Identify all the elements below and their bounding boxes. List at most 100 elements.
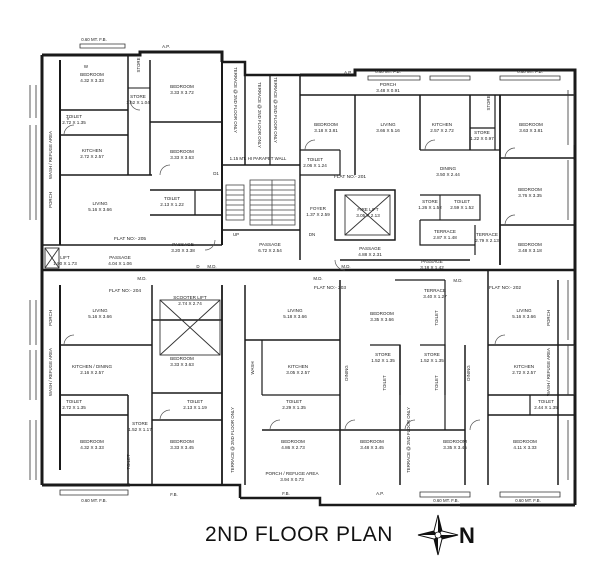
- room-name: STORE: [130, 94, 146, 99]
- room-dims: 3.48 X 3.45: [360, 445, 384, 450]
- room-dims: 3.33 X 3.45: [170, 445, 194, 450]
- room-dims: 1.52 X 1.35: [420, 358, 444, 363]
- room-name: PASSAGE: [421, 259, 443, 264]
- room-dims: 2.13 X 1.19: [183, 405, 207, 410]
- terrace-label: TERRACE @ 2ND FLOOR ONLY: [257, 82, 262, 148]
- balcony-outlines: [29, 43, 575, 498]
- room-name: PASSAGE: [172, 242, 194, 247]
- room-name: BEDROOM: [80, 72, 104, 77]
- room-name: KITCHEN: [432, 122, 452, 127]
- lift-shafts: [44, 194, 391, 356]
- room-name: STORE: [132, 421, 148, 426]
- main-door-label: M.D.: [341, 264, 350, 269]
- room-name: KITCHEN: [82, 148, 102, 153]
- room-name: PASSAGE: [109, 255, 131, 260]
- room-dims: 3.66 X 5.16: [376, 128, 400, 133]
- main-door-label: M.D.: [137, 276, 146, 281]
- vent-label: V: [67, 116, 70, 121]
- room-dims: 2.06 X 1.24: [303, 163, 327, 168]
- room-name: STORE: [422, 199, 438, 204]
- room-dims: 3.05 X 2.13: [356, 213, 380, 218]
- terrace-label: TERRACE @ 2ND FLOOR ONLY: [233, 67, 238, 133]
- fb-dim-label: 0.60 MT. F.B.: [375, 69, 401, 74]
- room-name: PORCH: [380, 82, 397, 87]
- dining-label: DINING: [344, 365, 349, 381]
- flat-label-202: FLAT NO:- 202: [489, 285, 521, 291]
- north-arrow-icon: [417, 514, 459, 556]
- room-name: TERRACE: [424, 288, 446, 293]
- fb-dim-label: 0.60 MT. F.B.: [515, 498, 541, 503]
- room-name: PASSAGE: [259, 242, 281, 247]
- ap-label: A.P.: [162, 44, 170, 49]
- room-name: BEDROOM: [80, 439, 104, 444]
- room-name: BEDROOM: [513, 439, 537, 444]
- room-name: STORE: [424, 352, 440, 357]
- room-name: TOILET: [66, 114, 82, 119]
- room-dims: 3.48 X 0.91: [376, 88, 400, 93]
- wash-label: WASH / REFUGE AREA: [48, 348, 53, 396]
- room-dims: 3.33 X 3.72: [170, 90, 194, 95]
- room-dims: 1.52 X 1.04: [126, 100, 150, 105]
- room-dims: 2.29 X 1.35: [282, 405, 306, 410]
- room-dims: 1.52 X 1.35: [371, 358, 395, 363]
- terrace-label: TERRACE @ 2ND FLOOR ONLY: [273, 77, 278, 143]
- room-dims: 2.87 X 1.48: [433, 235, 457, 240]
- room-name: SCOOTER LIFT: [173, 295, 207, 300]
- window-label: W: [84, 64, 89, 69]
- porch-label: PORCH: [48, 192, 53, 208]
- fb-dim-label: 0.60 MT. F.B.: [433, 498, 459, 503]
- room-dims: 3.20 X 3.38: [171, 248, 195, 253]
- room-dims: 2.72 X 2.57: [512, 370, 536, 375]
- flat-labels: FLAT NO:- 205 FLAT NO:- 201 FLAT NO:- 20…: [109, 174, 521, 294]
- room-name: TOILET: [66, 399, 82, 404]
- room-dims: 3.35 X 3.45: [443, 445, 467, 450]
- flat-label-201: FLAT NO:- 201: [334, 174, 366, 180]
- room-dims: 4.04 X 1.06: [108, 261, 132, 266]
- stair-up-label: UP: [233, 232, 239, 237]
- room-dims: 2.74 X 2.74: [178, 301, 202, 306]
- room-dims: 6.72 X 2.54: [258, 248, 282, 253]
- room-dims: 5.16 X 3.66: [88, 207, 112, 212]
- room-name: BEDROOM: [281, 439, 305, 444]
- room-name: BEDROOM: [314, 122, 338, 127]
- room-dims: 5.16 X 3.66: [512, 314, 536, 319]
- room-name: STORE: [375, 352, 391, 357]
- room-name: TOILET: [538, 399, 554, 404]
- room-name: BEDROOM: [170, 84, 194, 89]
- room-name: TERRACE: [434, 229, 456, 234]
- room-name: PORCH / REFUGE AREA: [265, 471, 319, 476]
- fb-dim-label: 0.60 MT. F.B.: [517, 69, 543, 74]
- room-dims: 4.11 X 3.33: [513, 445, 537, 450]
- room-dims: 3.18 X 1.42: [420, 265, 444, 270]
- staircase: [225, 179, 296, 226]
- room-dims: 2.72 X 2.57: [80, 154, 104, 159]
- dining-label: DINING: [466, 365, 471, 381]
- room-dims: 2.16 X 2.57: [80, 370, 104, 375]
- room-dims: 2.13 X 1.22: [160, 202, 184, 207]
- room-name: BEDROOM: [370, 311, 394, 316]
- room-dims: 3.50 X 2.44: [436, 172, 460, 177]
- store-label: STORE: [136, 57, 141, 72]
- room-dims: 2.72 X 1.35: [62, 405, 86, 410]
